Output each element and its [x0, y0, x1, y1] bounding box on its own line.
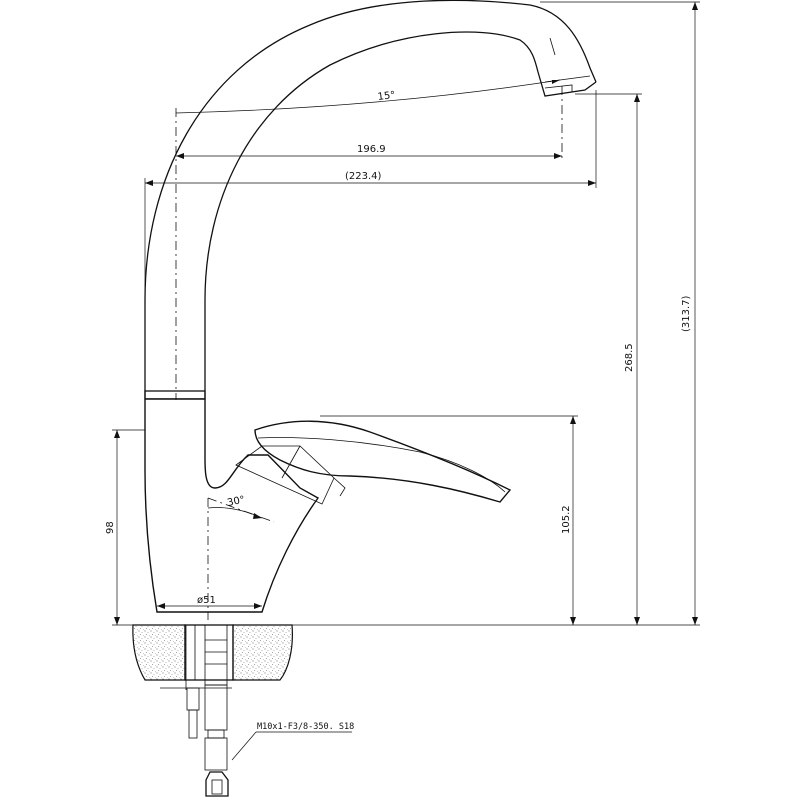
mounting-rod	[186, 687, 200, 739]
height-spout-label: 268.5	[624, 343, 635, 372]
height-lever-label: 105.2	[561, 505, 572, 534]
lever-handle	[235, 420, 512, 505]
reach-total-label: (223.4)	[345, 171, 382, 182]
countertop-section	[132, 624, 293, 690]
reach-label: 196.9	[357, 144, 386, 155]
angle-lever-label: 30°	[226, 494, 246, 508]
hose-spec-label: M10x1-F3/8-350. S18	[257, 722, 354, 732]
flexible-hose	[204, 624, 229, 797]
base-diameter-label: ø51	[197, 595, 216, 606]
faucet-body	[144, 398, 320, 613]
angle-spout-label: 15°	[377, 90, 396, 103]
center-lines	[175, 86, 563, 620]
dimension-lines	[112, 1, 700, 761]
spout	[144, 0, 597, 410]
height-body-label: 98	[105, 521, 116, 534]
height-total-label: (313.7)	[681, 295, 692, 332]
